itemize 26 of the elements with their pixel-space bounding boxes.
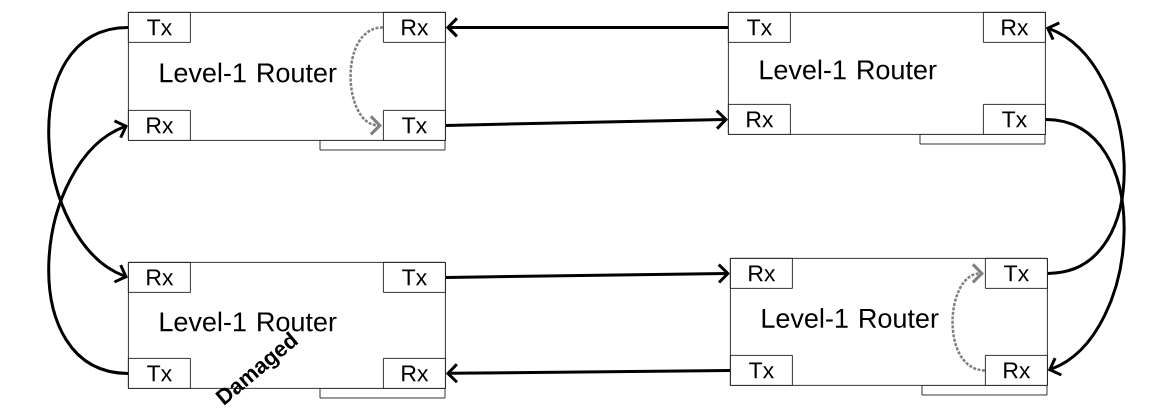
- arrow: [445, 363, 730, 384]
- port-box: Tx: [128, 12, 191, 43]
- port-box: Tx: [983, 104, 1046, 135]
- port-box: Tx: [383, 110, 446, 141]
- port-box: Rx: [128, 110, 191, 141]
- arrow: [445, 263, 730, 284]
- port-box: Tx: [985, 258, 1048, 289]
- port-box: Rx: [383, 12, 446, 43]
- port-box: Tx: [728, 12, 791, 43]
- port-box: Tx: [383, 262, 446, 293]
- port-box: Rx: [383, 358, 446, 389]
- port-box: Rx: [985, 355, 1048, 386]
- arrow: [1045, 117, 1126, 377]
- arrow: [951, 263, 986, 372]
- arrow: [445, 109, 728, 130]
- port-box: Rx: [983, 12, 1046, 43]
- arrow: [47, 25, 129, 284]
- port-box: Rx: [728, 104, 791, 135]
- port-box: Tx: [730, 355, 793, 386]
- port-box: Rx: [128, 262, 191, 293]
- arrow: [445, 17, 728, 38]
- arrow: [1045, 21, 1126, 275]
- port-box: Rx: [730, 258, 793, 289]
- arrow: [349, 26, 384, 136]
- arrow: [47, 119, 129, 375]
- port-box: Tx: [128, 358, 191, 389]
